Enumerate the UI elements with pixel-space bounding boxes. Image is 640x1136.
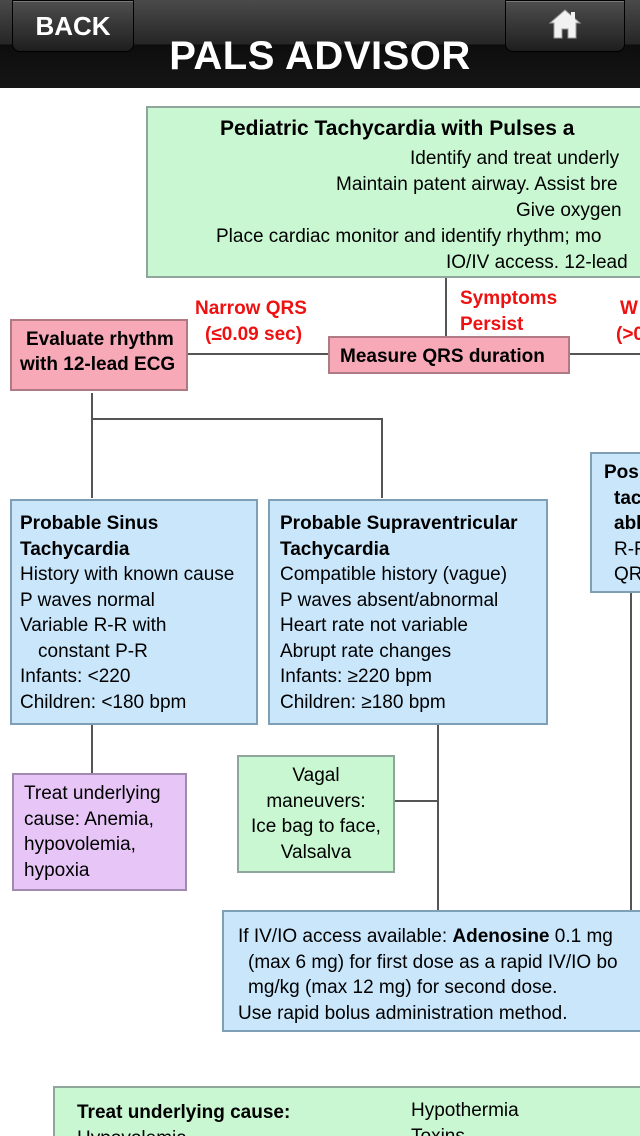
measure-qrs-box: Measure QRS duration — [328, 336, 570, 374]
connector — [630, 593, 632, 910]
header-box: Pediatric Tachycardia with Pulses a Iden… — [146, 106, 640, 278]
header-line: Identify and treat underly — [410, 148, 620, 169]
connector — [437, 725, 439, 910]
header-line: Give oxygen — [516, 200, 622, 221]
connector — [91, 723, 93, 773]
wide-complex-box: Pos tac abl R-F QR — [590, 452, 640, 593]
vagal-maneuvers-box: Vagal maneuvers: Ice bag to face, Valsal… — [237, 755, 395, 873]
header-line: Maintain patent airway. Assist bre — [336, 174, 618, 195]
flowchart-canvas[interactable]: Pediatric Tachycardia with Pulses a Iden… — [0, 88, 640, 1136]
adenosine-box: If IV/IO access available: Adenosine 0.1… — [222, 910, 640, 1032]
connector — [445, 278, 447, 336]
treat-cause-box: Treat underlying cause: Anemia, hypovole… — [12, 773, 187, 891]
connector — [381, 418, 383, 498]
home-icon — [547, 7, 583, 46]
navigation-bar: BACK PALS ADVISOR — [0, 0, 640, 88]
connector — [91, 393, 93, 498]
symptoms-persist-label: Symptoms Persist — [460, 288, 558, 335]
header-line: IO/IV access. 12-lead — [446, 252, 628, 273]
home-button[interactable] — [505, 0, 625, 52]
narrow-qrs-label: Narrow QRS (≤0.09 sec) — [195, 298, 307, 345]
header-line: Place cardiac monitor and identify rhyth… — [216, 226, 602, 247]
page-title: PALS ADVISOR — [169, 34, 471, 78]
sinus-tachycardia-box: Probable Sinus Tachycardia History with … — [10, 499, 258, 725]
header-title: Pediatric Tachycardia with Pulses a — [220, 117, 575, 140]
svt-box: Probable Supraventricular Tachycardia Co… — [268, 499, 548, 725]
wide-qrs-label: W (>0 — [616, 298, 640, 345]
connector — [570, 353, 640, 355]
back-button[interactable]: BACK — [12, 0, 134, 52]
bottom-causes-box: Treat underlying cause: Hypovolemia Hypo… — [53, 1086, 640, 1136]
connector — [183, 353, 328, 355]
connector — [395, 800, 437, 802]
connector — [91, 418, 382, 420]
evaluate-rhythm-box: Evaluate rhythm with 12-lead ECG — [10, 319, 188, 391]
